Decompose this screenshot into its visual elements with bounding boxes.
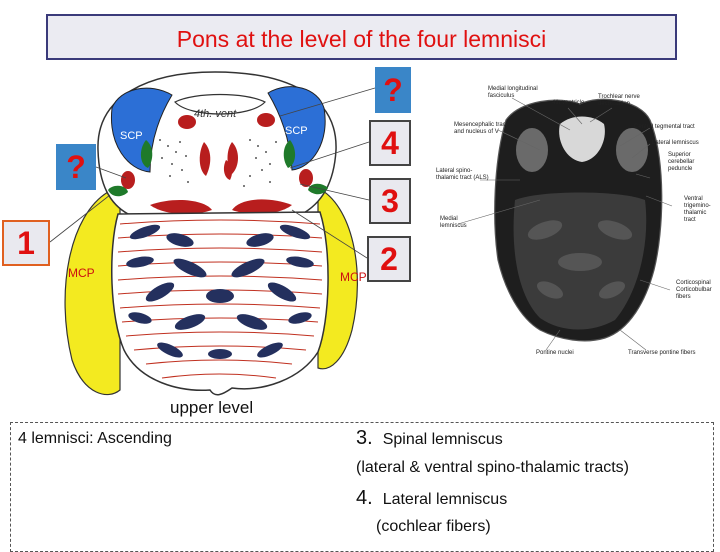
ascending-heading: 4 lemnisci: Ascending — [18, 430, 172, 447]
photo-label-corticospinal: Corticospinal Corticobulbar fibers — [676, 280, 712, 300]
note-4-number: 4. — [356, 487, 373, 509]
label-scp-left: SCP — [120, 130, 143, 142]
note-item-3: 3. Spinal lemniscus — [356, 427, 503, 450]
note-4-sub: (cochlear fibers) — [376, 518, 491, 535]
marker-4: 4 — [369, 120, 411, 166]
pons-schematic — [49, 71, 376, 396]
green-tract-left — [140, 140, 153, 168]
photo-label-fourth-ventricle: 4th ventricle — [552, 100, 585, 106]
photo-label-central-tegmental: Central tegmental tract — [634, 124, 695, 130]
central-tract-left — [199, 142, 211, 176]
red-dot-left — [223, 160, 233, 180]
scp-right-shape — [267, 86, 326, 171]
note-3-number: 3. — [356, 427, 373, 449]
marker-2: 2 — [367, 236, 411, 282]
stipple-dots — [159, 139, 277, 187]
note-3-sub: (lateral & ventral spino-thalamic tracts… — [356, 459, 629, 476]
photo-label-pontine-nuclei: Pontine nuclei — [536, 350, 574, 356]
lateral-red-left — [121, 171, 135, 189]
corticospinal-bundles — [126, 224, 314, 359]
scp-left-shape — [110, 87, 173, 173]
lateral-red-right — [299, 169, 313, 187]
green-tract-lower-right — [308, 183, 328, 195]
photo-grey-left — [516, 128, 548, 172]
photo-label-trochlear: Trochlear nerve decussation — [598, 94, 640, 107]
medial-lemniscus-left — [150, 199, 212, 215]
pons-diagrams — [49, 71, 673, 396]
mlf-right — [257, 113, 275, 127]
medial-lemniscus-right — [232, 199, 292, 215]
photo-label-lateral-lemniscus: Lateral lemniscus — [652, 140, 699, 146]
title-box: Pons at the level of the four lemnisci — [46, 14, 677, 60]
photo-texture-blobs — [527, 220, 633, 299]
marker-1: 1 — [2, 220, 50, 266]
photo-tegmentum-light — [559, 116, 605, 162]
photo-label-mesencephalic: Mesencephalic tract and nucleus of V — [454, 122, 508, 135]
label-fourth-ventricle: 4th. vent — [194, 108, 237, 120]
label-scp-right: SCP — [285, 125, 308, 137]
question-marker-right: ? — [375, 67, 411, 113]
photo-label-lateral-spinothalamic: Lateral spino- thalamic tract (ALS) — [436, 168, 489, 181]
slide-title: Pons at the level of the four lemnisci — [176, 26, 547, 52]
photo-label-mlf: Medial longitudinal fasciculus — [488, 86, 538, 99]
question-marker-left: ? — [56, 144, 96, 190]
leader-lines — [49, 87, 376, 259]
mcp-left-shape — [64, 191, 121, 396]
photo-label-medial-lemniscus: Medial lemniscus — [440, 216, 467, 229]
note-3-label: Spinal lemniscus — [382, 431, 503, 448]
photo-grey-right — [616, 128, 648, 172]
photo-label-scp: Superior cerebellar peduncle — [668, 152, 695, 172]
label-mcp-right: MCP — [340, 270, 367, 284]
label-mcp-left: MCP — [68, 266, 95, 280]
fourth-ventricle-shape — [174, 93, 266, 115]
upper-level-caption: upper level — [170, 398, 254, 417]
photo-label-transverse-pontine: Transverse pontine fibers — [628, 350, 696, 356]
marker-3: 3 — [369, 178, 411, 224]
basal-pons-shape — [111, 211, 329, 396]
mlf-left — [178, 115, 196, 129]
photo-leader-lines — [457, 97, 673, 351]
histology-photo — [457, 97, 673, 351]
photo-label-ventral-trigeminothalamic: Ventral trigemino- thalamic tract — [684, 196, 711, 223]
green-tract-lower-left — [108, 185, 128, 197]
note-4-label: Lateral lemniscus — [382, 491, 508, 508]
note-item-4: 4. Lateral lemniscus — [356, 487, 507, 510]
green-tract-right — [283, 140, 296, 168]
